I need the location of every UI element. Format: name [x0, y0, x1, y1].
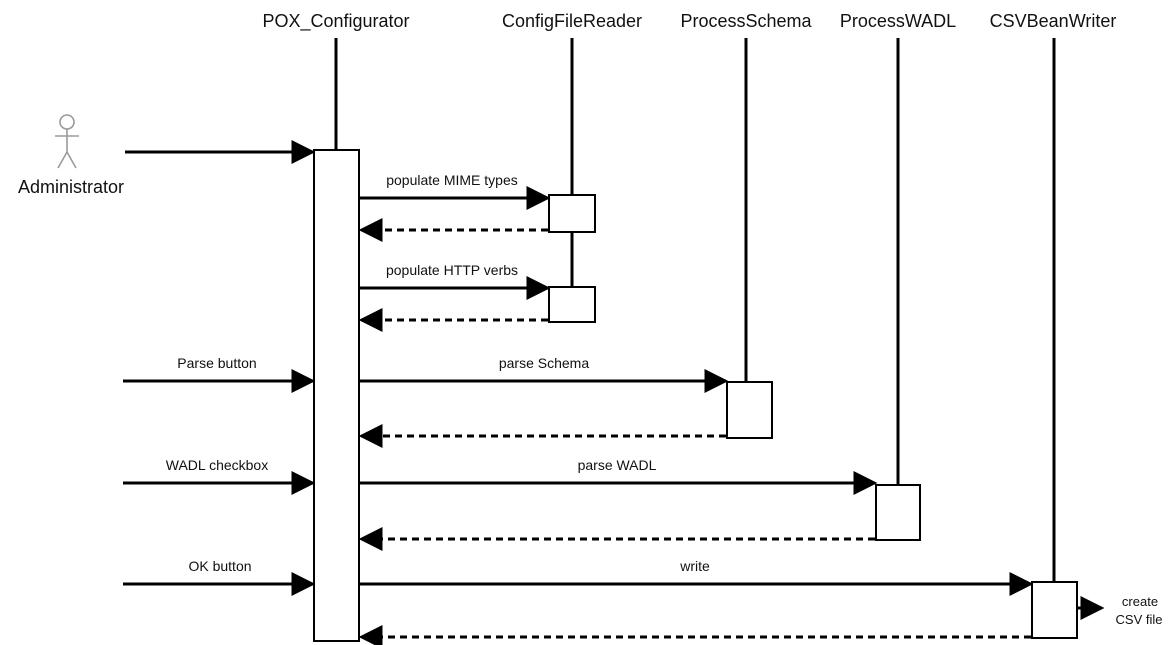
message-label-ok-button: OK button: [188, 558, 251, 574]
note-label-create: create: [1122, 594, 1158, 609]
participant-label-csv-bean-writer: CSVBeanWriter: [990, 11, 1117, 31]
participant-label-config-file-reader: ConfigFileReader: [502, 11, 642, 31]
activation-csv-bean-writer: [1031, 581, 1078, 639]
activation-config-file-reader-2: [548, 286, 596, 323]
participant-label-pox-configurator: POX_Configurator: [262, 11, 409, 32]
message-label-parse-schema: parse Schema: [499, 355, 589, 371]
note-label-csv-file: CSV file: [1116, 612, 1163, 627]
participant-label-process-schema: ProcessSchema: [680, 11, 812, 31]
message-label-wadl-checkbox: WADL checkbox: [166, 457, 268, 473]
activation-pox-configurator: [313, 149, 360, 642]
activation-process-schema: [726, 381, 773, 439]
activation-config-file-reader-1: [548, 194, 596, 233]
participant-label-process-wadl: ProcessWADL: [840, 11, 956, 31]
stick-figure-icon: [55, 114, 79, 169]
message-label-parse-wadl: parse WADL: [578, 457, 657, 473]
actor-label-administrator: Administrator: [18, 177, 124, 197]
message-label-populate-http-verbs: populate HTTP verbs: [386, 262, 518, 278]
message-label-write: write: [679, 558, 710, 574]
activation-process-wadl: [875, 484, 921, 541]
message-label-parse-button: Parse button: [177, 355, 256, 371]
message-label-populate-mime-types: populate MIME types: [386, 172, 518, 188]
